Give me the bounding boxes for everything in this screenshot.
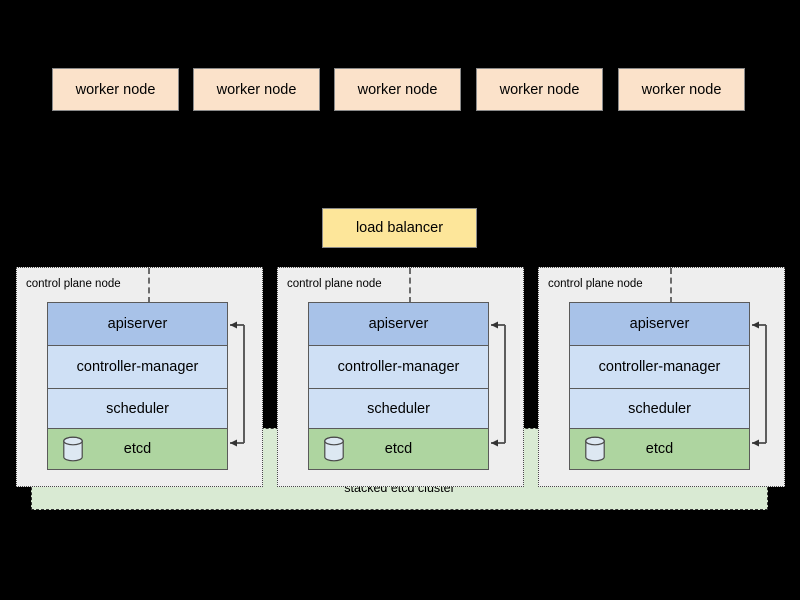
scheduler-label: scheduler [367, 400, 430, 417]
database-cylinder-icon [324, 436, 344, 462]
worker-node-label: worker node [357, 81, 438, 98]
scheduler-box-1[interactable]: scheduler [48, 389, 227, 429]
component-stack-3: apiserver controller-manager scheduler e… [569, 302, 750, 470]
worker-node-4[interactable]: worker node [476, 68, 603, 111]
control-plane-node-label: control plane node [287, 278, 382, 290]
apiserver-label: apiserver [107, 316, 168, 332]
etcd-box-3[interactable]: etcd [570, 429, 749, 469]
etcd-box-1[interactable]: etcd [48, 429, 227, 469]
component-stack-1: apiserver controller-manager scheduler e… [47, 302, 228, 470]
worker-node-label: worker node [216, 81, 297, 98]
etcd-box-2[interactable]: etcd [309, 429, 488, 469]
worker-node-label: worker node [75, 81, 156, 98]
worker-node-3[interactable]: worker node [334, 68, 461, 111]
controller-manager-box-1[interactable]: controller-manager [48, 346, 227, 389]
worker-node-2[interactable]: worker node [193, 68, 320, 111]
scheduler-label: scheduler [106, 400, 169, 417]
controller-manager-label: controller-manager [598, 359, 721, 375]
database-cylinder-icon [63, 436, 83, 462]
component-stack-2: apiserver controller-manager scheduler e… [308, 302, 489, 470]
controller-manager-label: controller-manager [337, 359, 460, 375]
apiserver-label: apiserver [368, 316, 429, 332]
scheduler-box-2[interactable]: scheduler [309, 389, 488, 429]
control-plane-node-divider [670, 268, 672, 303]
etcd-label: etcd [384, 440, 413, 457]
database-cylinder-icon [585, 436, 605, 462]
scheduler-label: scheduler [628, 400, 691, 417]
controller-manager-box-2[interactable]: controller-manager [309, 346, 488, 389]
controller-manager-label: controller-manager [76, 359, 199, 375]
etcd-label: etcd [123, 440, 152, 457]
apiserver-box-1[interactable]: apiserver [48, 303, 227, 346]
controller-manager-box-3[interactable]: controller-manager [570, 346, 749, 389]
control-plane-node-divider [148, 268, 150, 303]
control-plane-node-label: control plane node [26, 278, 121, 290]
apiserver-box-3[interactable]: apiserver [570, 303, 749, 346]
worker-node-1[interactable]: worker node [52, 68, 179, 111]
worker-node-5[interactable]: worker node [618, 68, 745, 111]
load-balancer-box[interactable]: load balancer [322, 208, 477, 248]
etcd-label: etcd [645, 440, 674, 457]
apiserver-box-2[interactable]: apiserver [309, 303, 488, 346]
control-plane-node-divider [409, 268, 411, 303]
worker-node-label: worker node [641, 81, 722, 98]
scheduler-box-3[interactable]: scheduler [570, 389, 749, 429]
load-balancer-label: load balancer [355, 220, 444, 236]
apiserver-label: apiserver [629, 316, 690, 332]
control-plane-node-label: control plane node [548, 278, 643, 290]
worker-node-label: worker node [499, 81, 580, 98]
